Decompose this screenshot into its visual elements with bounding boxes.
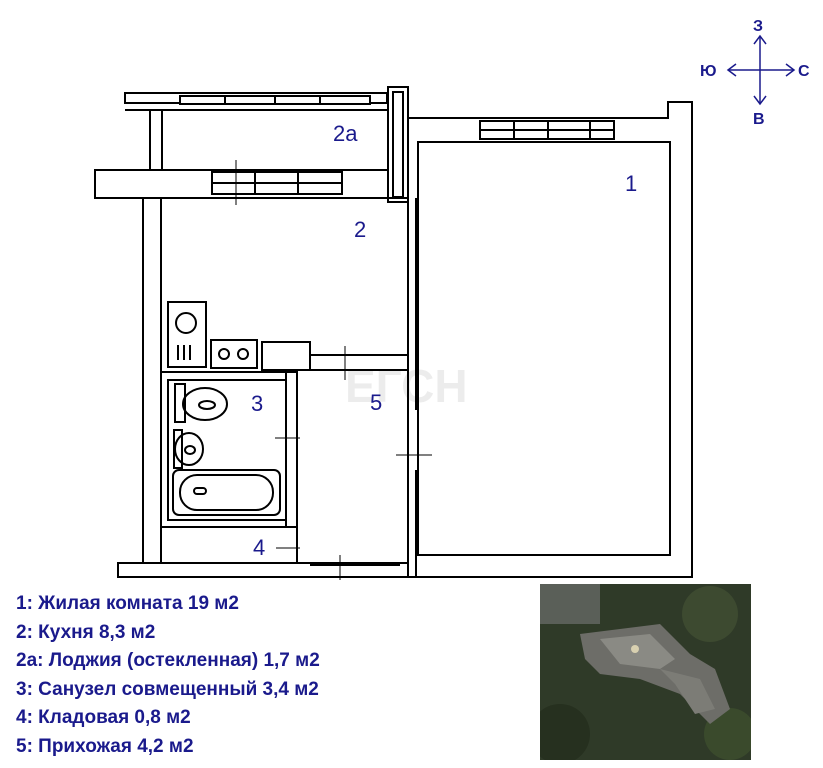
sink-icon bbox=[167, 301, 207, 368]
legend-item-4: 4: Кладовая 0,8 м2 bbox=[16, 707, 191, 728]
stove-icon bbox=[210, 339, 258, 369]
legend-item-2a: 2а: Лоджия (остекленная) 1,7 м2 bbox=[16, 650, 320, 671]
room-label-1: 1 bbox=[625, 171, 637, 196]
room-label-2: 2 bbox=[354, 217, 366, 242]
kitchen-left-wall bbox=[142, 197, 162, 567]
storage-walls bbox=[160, 526, 298, 568]
aerial-photo bbox=[540, 584, 751, 760]
compass-icon bbox=[726, 34, 796, 106]
compass-west: Ю bbox=[700, 63, 717, 80]
room-label-4: 4 bbox=[253, 535, 265, 560]
watermark: ЕГСН bbox=[345, 360, 468, 412]
loggia-side-wall bbox=[149, 109, 163, 173]
legend-item-3: 3: Санузел совмещенный 3,4 м2 bbox=[16, 678, 319, 700]
counter bbox=[261, 341, 311, 371]
bathtub-icon bbox=[172, 469, 281, 516]
legend-item-1: 1: Жилая комната 19 м2 bbox=[16, 593, 239, 614]
compass-north: З bbox=[753, 18, 763, 35]
bottom-wall bbox=[117, 562, 409, 578]
room-1-outer-wall bbox=[407, 101, 693, 578]
room-label-3: 3 bbox=[251, 391, 263, 416]
partition-column bbox=[387, 86, 409, 203]
floor-plan: ЕГСН 1 2 2а 3 4 5 З Ю С В bbox=[94, 18, 810, 580]
legend-item-2: 2: Кухня 8,3 м2 bbox=[16, 621, 156, 643]
toilet-icon bbox=[174, 383, 228, 423]
room-label-2a: 2а bbox=[333, 121, 358, 146]
compass-east: С bbox=[798, 63, 810, 80]
compass-south: В bbox=[753, 111, 765, 128]
washbasin-icon bbox=[173, 429, 204, 469]
room-legend: 1: Жилая комната 19 м2 2: Кухня 8,3 м2 2… bbox=[16, 590, 320, 761]
room-label-5: 5 bbox=[370, 390, 382, 415]
room-1-inner bbox=[417, 141, 671, 556]
legend-item-5: 5: Прихожая 4,2 м2 bbox=[16, 735, 194, 757]
